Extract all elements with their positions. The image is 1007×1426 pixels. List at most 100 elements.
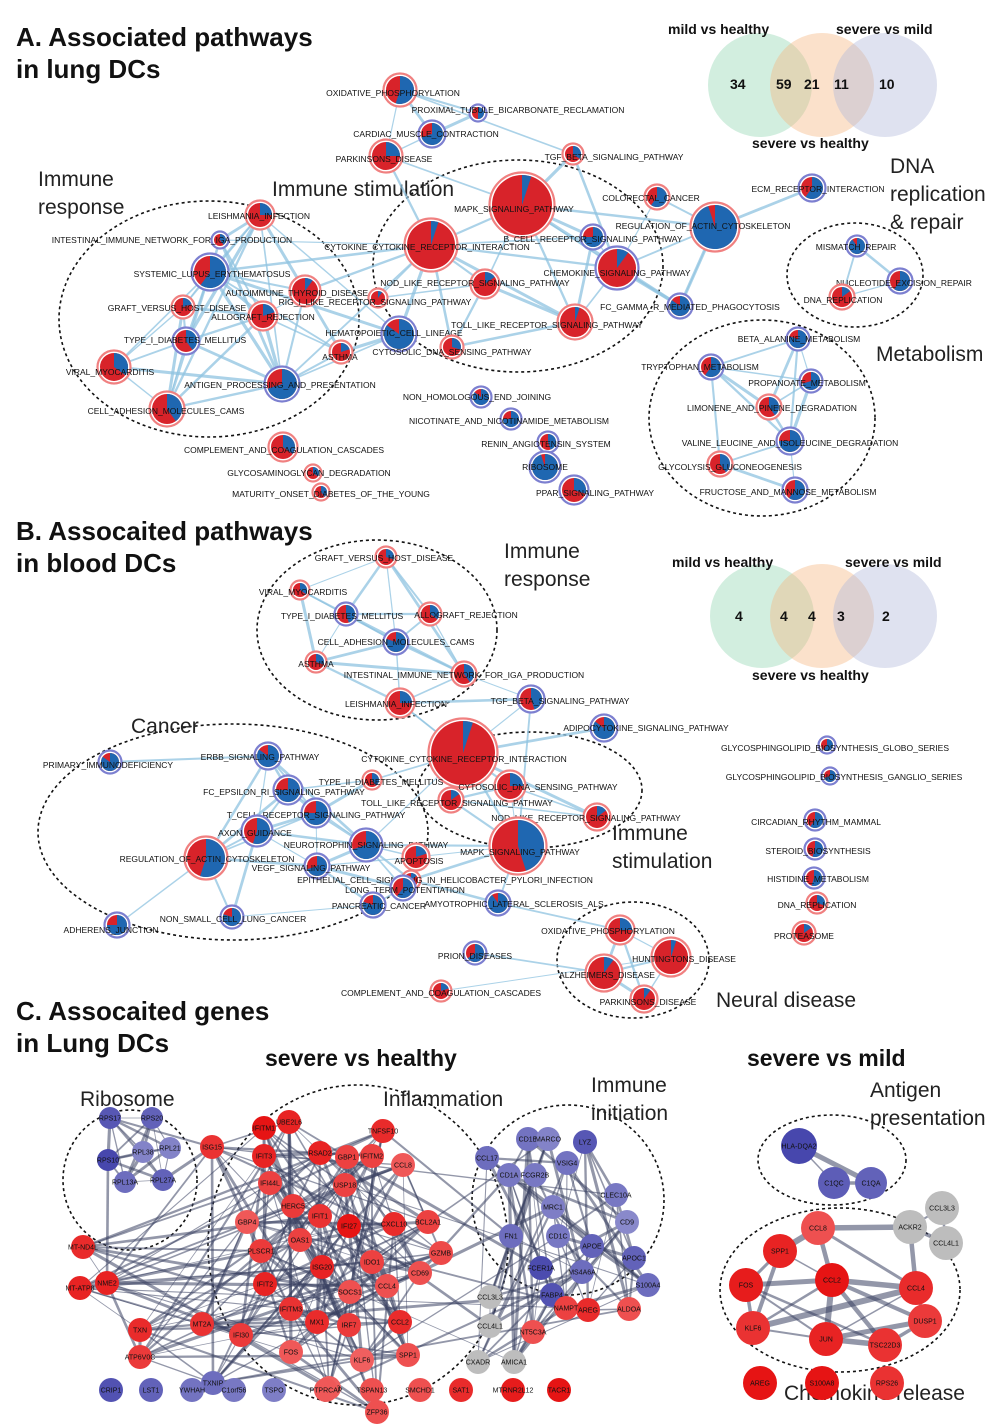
pathway-label: TYPE_II_DIABETES_MELLITUS: [319, 777, 444, 787]
gene-edge: [79, 1287, 203, 1325]
gene-node-marco: MARCO: [535, 1127, 562, 1151]
gene-edge: [371, 1138, 549, 1263]
pathway-label: PARKINSONS_DISEASE: [600, 997, 697, 1007]
pathway-node-histidine-metabolism: HISTIDINE_METABOLISM: [767, 866, 869, 890]
pathway-label: INTESTINAL_IMMUNE_NETWORK_FOR_IGA_PRODUC…: [344, 670, 584, 680]
pathway-label: FC_EPSILON_RI_SIGNALING_PATHWAY: [203, 787, 365, 797]
pathway-node-ecm-receptor-interaction: ECM_RECEPTOR_INTERACTION: [751, 173, 885, 203]
cluster-b-immune-stimulation: Immune stimulation: [612, 822, 712, 873]
pathway-label: DNA_REPLICATION: [804, 295, 883, 305]
gene-edge: [212, 1152, 321, 1384]
venn-a-count-2: 21: [804, 76, 820, 92]
pathway-label: LIMONENE_AND_PINENE_DEGRADATION: [687, 403, 857, 413]
pathway-node-hematopoietic-cell-lineage: HEMATOPOIETIC_CELL_LINEAGE: [325, 315, 463, 353]
pathway-label: AXON_GUIDANCE: [218, 828, 292, 838]
gene-node-rsad2: RSAD2: [308, 1141, 332, 1165]
pathway-edge: [377, 283, 486, 299]
pathway-label: RIBOSOME: [522, 462, 568, 472]
gene-label: AREG: [578, 1308, 598, 1315]
gene-node-isg20: ISG20: [310, 1255, 334, 1279]
gene-edge: [79, 1287, 141, 1331]
pathway-node-systemic-lupus-erythematosus: SYSTEMIC_LUPUS_ERYTHEMATOSUS: [134, 252, 291, 292]
gene-node-apoe: APOE: [580, 1234, 604, 1258]
pathway-node-renin-angiotensin-system: RENIN_ANGIOTENSIN_SYSTEM: [481, 430, 611, 454]
pathway-label: GLYCOSPHINGOLIPID_BIOSYNTHESIS_GANGLIO_S…: [726, 772, 963, 782]
gene-node-plscr1: PLSCR1: [247, 1239, 275, 1263]
gene-node-ptprcap: PTPRCAP: [309, 1378, 343, 1402]
pathway-label: NICOTINATE_AND_NICOTINAMIDE_METABOLISM: [409, 416, 609, 426]
pathway-node-autoimmune-thyroid-disease: AUTOIMMUNE_THYROID_DISEASE: [226, 274, 369, 308]
cluster-a-metabolism: Metabolism: [876, 343, 983, 366]
gene-node-txnip: TXNIP: [201, 1371, 225, 1395]
gene-label: TNFSF10: [368, 1129, 398, 1136]
pathway-label: ERBB_SIGNALING_PATHWAY: [201, 752, 320, 762]
gene-label: KLF6: [354, 1358, 371, 1365]
gene-label: RPL21: [159, 1146, 181, 1153]
pathway-label: ASTHMA: [298, 659, 334, 669]
gene-node-oas1: OAS1: [288, 1228, 312, 1252]
gene-edge: [489, 1270, 583, 1299]
gene-node-cd1c: CD1C: [546, 1224, 570, 1248]
gene-label: YWHAH: [179, 1388, 205, 1395]
gene-node-rps17: RPS17: [99, 1107, 121, 1129]
pathway-label: TYPE_I_DIABETES_MELLITUS: [124, 335, 247, 345]
cluster-a-dna-replication: DNA replication & repair: [890, 155, 992, 234]
gene-label: IFI30: [233, 1333, 249, 1340]
pathway-label: TGF_BETA_SIGNALING_PATHWAY: [491, 696, 630, 706]
gene-label: CCL17: [476, 1156, 498, 1163]
gene-node-ccl4l1: CCL4L1: [477, 1314, 503, 1338]
cluster-b-immune-response: Immune response: [504, 540, 590, 591]
pathway-node-axon-guidance: AXON_GUIDANCE: [218, 814, 292, 848]
gene-node-gbp4: GBP4: [235, 1210, 259, 1234]
gene-edge: [402, 1164, 442, 1254]
pathway-label: PRION_DISEASES: [438, 951, 512, 961]
pathway-node-cardiac-muscle-contraction: CARDIAC_MUSCLE_CONTRACTION: [353, 119, 499, 149]
pathway-edge: [219, 239, 432, 246]
gene-node-cd1a: CD1A: [497, 1163, 521, 1187]
pathway-edge: [440, 956, 672, 992]
pathway-label: VIRAL_MYOCARDITIS: [259, 587, 348, 597]
gene-node-gbp1: GBP1: [335, 1145, 359, 1169]
venn-a-count-0: 34: [730, 76, 746, 92]
cluster-c-ribosome: Ribosome: [80, 1088, 175, 1111]
gene-label: S100A4: [636, 1283, 661, 1290]
gene-label: FABP4: [541, 1293, 563, 1300]
pathway-label: LONG_TERM_POTENTIATION: [345, 885, 465, 895]
pathway-node-cytosolic-dna-sensing-pathway: CYTOSOLIC_DNA_SENSING_PATHWAY: [458, 769, 618, 803]
pathway-label: ALLOGRAFT_REJECTION: [414, 610, 517, 620]
gene-label: PTPRCAP: [309, 1388, 342, 1395]
gene-label: RPS20: [141, 1116, 163, 1123]
pathway-label: NOD_LIKE_RECEPTOR_SIGNALING_PATHWAY: [380, 278, 570, 288]
gene-edge: [109, 1116, 213, 1149]
pathway-node-asthma: ASTHMA: [322, 339, 358, 365]
pathway-edge: [710, 338, 799, 368]
gene-label: FCER1A: [527, 1266, 555, 1273]
venn-a-label-severe-healthy: severe vs healthy: [752, 135, 869, 151]
pathway-node-mapk-signaling-pathway: MAPK_SIGNALING_PATHWAY: [460, 816, 580, 876]
gene-label: TSPAN13: [357, 1388, 388, 1395]
gene-label: CCL3L3: [929, 1206, 955, 1213]
gene-edge: [200, 1221, 249, 1325]
pathway-label: GLYCOLYSIS_GLUCONEOGENESIS: [658, 462, 802, 472]
gene-label: GZMB: [431, 1251, 452, 1258]
gene-label: IDO1: [364, 1260, 380, 1267]
gene-label: MT2A: [193, 1322, 212, 1329]
gene-node-ccl8: CCL8: [801, 1211, 835, 1245]
pathway-label: PROXIMAL_TUBULE_BICARBONATE_RECLAMATION: [412, 105, 625, 115]
gene-label: IFITM2: [361, 1154, 383, 1161]
gene-label: IFITM1: [253, 1126, 275, 1133]
gene-node-dusp1: DUSP1: [908, 1304, 942, 1338]
pathway-node-regulation-of-actin-cytoskeleton: REGULATION_OF_ACTIN_CYTOSKELETON: [120, 835, 294, 881]
cluster-c-immune-initiation: Immune initiation: [591, 1074, 673, 1125]
gene-edge: [328, 1271, 583, 1389]
gene-node-lyz: LYZ: [573, 1130, 597, 1154]
gene-edge: [82, 1214, 321, 1249]
venn-a-count-4: 10: [879, 76, 895, 92]
pathway-label: PPAR_SIGNALING_PATHWAY: [536, 488, 654, 498]
gene-label: FOS: [739, 1283, 754, 1290]
pathway-label: INTESTINAL_IMMUNE_NETWORK_FOR_IGA_PRODUC…: [52, 235, 292, 245]
gene-node-smchd1: SMCHD1: [405, 1378, 435, 1402]
gene-label: MARCO: [535, 1137, 562, 1144]
pathway-label: COMPLEMENT_AND_COAGULATION_CASCADES: [184, 445, 384, 455]
